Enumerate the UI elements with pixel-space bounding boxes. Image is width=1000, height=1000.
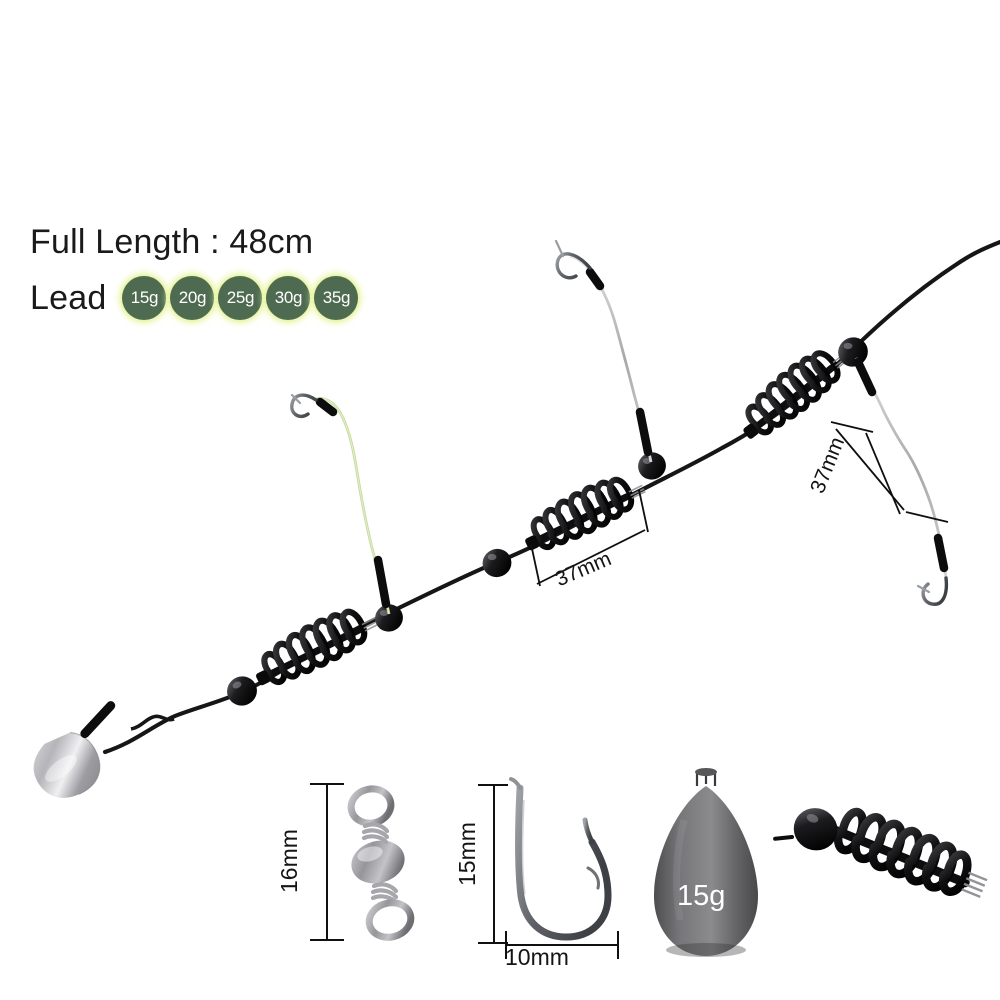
hook-graphic [509,777,612,941]
rig-bead-lower [227,676,257,706]
feeder-bead [793,808,838,851]
detail-panel-sinker [654,768,758,957]
hook-height-label: 15mm [454,822,480,886]
rig-spring-feeder-upper [743,350,850,439]
rig-snood-hook-right [853,357,949,606]
lead-option-25g[interactable]: 25g [218,276,263,320]
detail-panel-feeder [773,807,988,898]
full-length-label: Full Length : 48cm [30,223,314,261]
rig-spring-feeder-lower [255,608,380,686]
swivel-dimension-bracket [310,783,344,941]
lead-option-15g[interactable]: 15g [122,276,167,320]
detail-panel-hook [478,777,619,959]
dimension-callout-lower-37mm [530,489,649,587]
lead-spec-row: Lead 15g 20g 25g 30g 35g [30,274,362,322]
swivel-graphic [347,785,415,941]
sinker-body [654,773,758,956]
line-kink [130,714,175,731]
spec-block: Full Length : 48cm Lead 15g 20g 25g 30g … [30,222,362,322]
detail-panel-swivel [310,783,415,941]
rig-bead-feeder-lower-top [375,604,403,632]
rig-bead-mid [482,548,512,578]
lead-option-30g[interactable]: 30g [266,276,311,320]
rig-lead-sinker [33,701,116,798]
dimension-callout-upper-37mm [830,421,949,523]
lead-label: Lead [30,279,107,317]
lead-weight-options: 15g 20g 25g 30g 35g [122,276,362,320]
hook-dimension-brackets [478,784,619,959]
hook-width-label: 10mm [505,944,569,970]
lead-option-20g[interactable]: 20g [170,276,215,320]
rig-spring-feeder-middle [525,476,646,551]
rig-snood-hook-left [290,393,391,615]
rig-snood-hook-center [554,239,653,463]
sinker-weight-label: 15g [677,880,726,912]
feeder-tail-coil [961,871,988,898]
swivel-dimension-label: 16mm [276,829,302,893]
lead-option-35g[interactable]: 35g [314,276,359,320]
